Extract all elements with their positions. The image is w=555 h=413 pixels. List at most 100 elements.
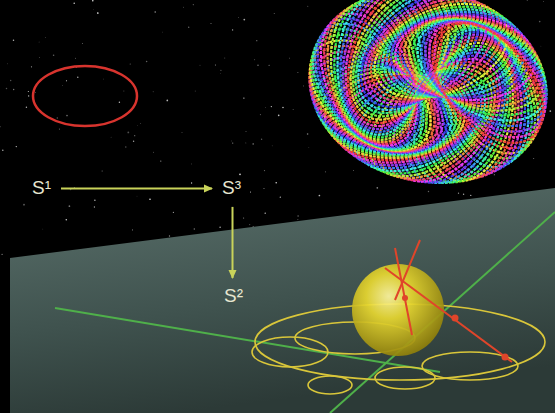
- star: [133, 141, 134, 142]
- star: [38, 41, 40, 43]
- star: [92, 0, 94, 2]
- star: [219, 227, 220, 228]
- star: [230, 140, 232, 142]
- fiber-circle: [33, 66, 137, 126]
- map-arrow: [61, 187, 212, 189]
- star: [269, 65, 270, 66]
- star: [210, 23, 211, 24]
- star: [69, 205, 71, 207]
- star: [94, 206, 95, 207]
- fiber-circle: [390, 12, 532, 100]
- star: [275, 182, 277, 184]
- star: [66, 219, 68, 221]
- star: [470, 195, 471, 196]
- star: [458, 193, 459, 194]
- star: [214, 64, 216, 66]
- star: [125, 146, 126, 147]
- hopf-torus: [289, 0, 555, 201]
- star: [250, 192, 251, 193]
- star: [16, 146, 17, 147]
- star: [249, 224, 250, 225]
- star: [134, 135, 135, 136]
- star: [2, 149, 4, 151]
- star: [245, 131, 247, 133]
- star: [42, 228, 44, 230]
- star: [57, 117, 59, 119]
- star: [245, 142, 247, 144]
- star: [282, 107, 284, 109]
- star: [10, 80, 11, 81]
- star: [376, 187, 378, 189]
- axis-line: [330, 212, 555, 413]
- star: [194, 90, 196, 92]
- projection-points: [402, 295, 509, 361]
- star: [463, 194, 464, 195]
- star: [188, 26, 189, 27]
- star: [181, 132, 183, 134]
- star: [6, 88, 7, 89]
- star: [194, 228, 196, 230]
- star: [353, 169, 355, 171]
- star: [66, 80, 67, 81]
- star: [97, 12, 99, 14]
- star: [540, 45, 542, 47]
- star: [549, 110, 551, 112]
- star: [526, 0, 528, 1]
- star: [264, 170, 265, 171]
- star: [119, 102, 120, 103]
- star: [110, 136, 112, 138]
- star: [70, 189, 72, 191]
- star: [271, 145, 273, 147]
- star: [325, 171, 326, 172]
- star: [539, 21, 541, 23]
- star: [232, 142, 233, 143]
- star: [280, 197, 281, 198]
- star: [224, 57, 225, 58]
- star: [31, 66, 32, 67]
- star: [74, 188, 75, 189]
- star: [199, 64, 201, 66]
- star: [191, 163, 193, 165]
- star: [44, 37, 46, 39]
- star: [73, 3, 75, 5]
- star: [93, 9, 95, 11]
- star: [292, 109, 294, 111]
- star: [23, 204, 25, 206]
- star: [191, 182, 192, 183]
- star: [350, 37, 352, 39]
- star: [59, 129, 60, 130]
- star: [260, 114, 261, 115]
- star: [35, 92, 37, 94]
- star: [136, 195, 138, 197]
- star: [238, 17, 240, 19]
- star: [13, 89, 14, 90]
- star: [256, 40, 257, 41]
- star: [319, 195, 321, 197]
- star: [220, 70, 221, 71]
- star: [271, 106, 272, 107]
- star: [232, 29, 233, 30]
- star: [263, 188, 265, 190]
- star: [137, 125, 139, 127]
- space-label: S²: [224, 286, 243, 307]
- star: [28, 95, 29, 96]
- star: [278, 115, 280, 117]
- star: [154, 11, 156, 13]
- fiber-circle: [408, 1, 555, 159]
- star: [183, 6, 185, 8]
- fiber-circle: [344, 49, 507, 195]
- space-label-node: S¹: [28, 176, 55, 201]
- star: [81, 43, 83, 45]
- star: [132, 229, 133, 230]
- star: [533, 158, 534, 159]
- star: [101, 170, 103, 172]
- star: [77, 77, 78, 78]
- star: [543, 0, 545, 2]
- star: [428, 191, 429, 192]
- fiber-circle: [411, 2, 555, 163]
- star: [265, 213, 266, 214]
- star: [252, 143, 254, 145]
- star: [7, 63, 9, 65]
